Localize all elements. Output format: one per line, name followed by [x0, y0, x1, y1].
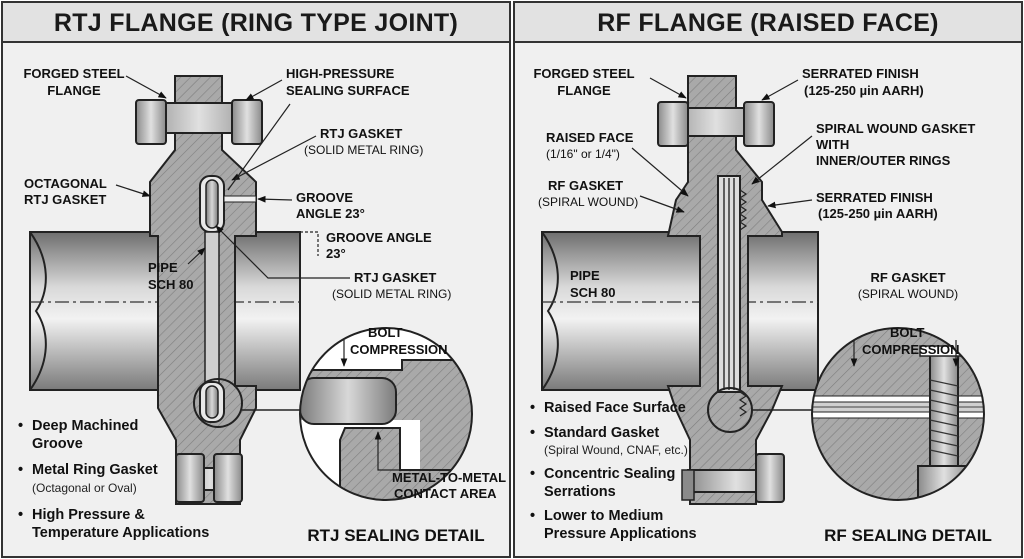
- rf-callout-spiral-2: WITH: [816, 137, 849, 152]
- callout-groove-angle-1: GROOVE: [296, 190, 353, 205]
- rf-callout-spiral-1: SPIRAL WOUND GASKET: [816, 121, 975, 136]
- callout-groove-angle-2: ANGLE 23°: [296, 206, 365, 221]
- callout-high-pressure-1: HIGH-PRESSURE: [286, 66, 395, 81]
- rf-callout-raised-2: (1/16" or 1/4"): [546, 147, 620, 161]
- rtj-detail-contact-1: METAL-TO-METAL: [392, 470, 506, 485]
- callout-forged-steel-2: FLANGE: [47, 83, 101, 98]
- rf-callout-serrated1-1: SERRATED FINISH: [802, 66, 919, 81]
- rf-callout-raised-1: RAISED FACE: [546, 130, 634, 145]
- callout-groove-angle-b1: GROOVE ANGLE: [326, 230, 432, 245]
- svg-text:•: •: [530, 466, 535, 482]
- callout-forged-steel-1: FORGED STEEL: [23, 66, 124, 81]
- rtj-callouts: FORGED STEEL FLANGE HIGH-PRESSURE SEALIN…: [23, 66, 451, 301]
- rf-detail-bolt: [929, 351, 959, 483]
- rf-detail-title: RF SEALING DETAIL: [824, 526, 992, 545]
- rtj-top-bolt: [135, 99, 263, 145]
- right-panel-title: RF FLANGE (RAISED FACE): [597, 9, 939, 37]
- rtj-flange-body: [149, 75, 257, 505]
- svg-text:•: •: [530, 400, 535, 416]
- svg-text:•: •: [18, 462, 23, 478]
- callout-octagonal-1: OCTAGONAL: [24, 176, 107, 191]
- callout-rtj-gasket-top-2: (SOLID METAL RING): [304, 143, 423, 157]
- rf-callout-rfgasket-2: (SPIRAL WOUND): [538, 195, 638, 209]
- rtj-detail-contact-2: CONTACT AREA: [394, 486, 497, 501]
- callout-pipe-1: PIPE: [148, 260, 178, 275]
- rf-callout-pipe-2: SCH 80: [570, 285, 616, 300]
- rf-callout-rfgasket2-1: RF GASKET: [870, 270, 945, 285]
- svg-text:•: •: [18, 507, 23, 523]
- rf-sealing-detail: BOLT COMPRESSION RF SEALING DETAIL: [752, 325, 992, 545]
- rtj-detail-ring: [300, 377, 397, 425]
- rf-bottom-bolt: [681, 453, 785, 503]
- rtj-bullet-3-line1: High Pressure &: [32, 507, 145, 523]
- rf-callout-forged-1: FORGED STEEL: [533, 66, 634, 81]
- rf-bullet-3-line1: Concentric Sealing: [544, 466, 675, 482]
- callout-rtj-gasket-top-1: RTJ GASKET: [320, 126, 402, 141]
- rtj-bullet-1-line2: Groove: [32, 436, 83, 452]
- rf-callout-spiral-3: INNER/OUTER RINGS: [816, 153, 951, 168]
- callout-high-pressure-2: SEALING SURFACE: [286, 83, 410, 98]
- rf-callout-rfgasket-1: RF GASKET: [548, 178, 623, 193]
- rf-callout-serrated2-2: (125-250 µin AARH): [818, 206, 938, 221]
- rtj-detail-bolt-2: COMPRESSION: [350, 342, 448, 357]
- svg-text:•: •: [530, 425, 535, 441]
- rf-bullet-4-line1: Lower to Medium: [544, 508, 663, 524]
- callout-octagonal-2: RTJ GASKET: [24, 192, 106, 207]
- rtj-detail-bolt-1: BOLT: [368, 325, 402, 340]
- rtj-bullet-list: • Deep Machined Groove • Metal Ring Gask…: [18, 418, 209, 541]
- rf-detail-bolt-2: COMPRESSION: [862, 342, 960, 357]
- rtj-detail-title: RTJ SEALING DETAIL: [307, 526, 484, 545]
- svg-text:•: •: [18, 418, 23, 434]
- callout-groove-angle-b2: 23°: [326, 246, 346, 261]
- rf-callouts: FORGED STEEL FLANGE SERRATED FINISH (125…: [533, 66, 975, 301]
- callout-rtj-gasket-mid-1: RTJ GASKET: [354, 270, 436, 285]
- rtj-bullet-2-line1: Metal Ring Gasket: [32, 462, 158, 478]
- rf-top-bolt: [657, 101, 775, 147]
- rf-bullet-4-line2: Pressure Applications: [544, 526, 697, 542]
- rtj-bullet-3-line2: Temperature Applications: [32, 525, 209, 541]
- rtj-sealing-detail: BOLT COMPRESSION METAL-TO-METAL CONTACT …: [242, 325, 506, 545]
- rf-pipe: [541, 231, 819, 391]
- rf-callout-serrated2-1: SERRATED FINISH: [816, 190, 933, 205]
- rtj-bottom-bolt: [175, 453, 243, 503]
- rf-callout-rfgasket2-2: (SPIRAL WOUND): [858, 287, 958, 301]
- rf-bullet-1-line1: Raised Face Surface: [544, 400, 686, 416]
- rf-bullet-list: • Raised Face Surface • Standard Gasket …: [530, 400, 697, 542]
- rf-detail-bolt-1: BOLT: [890, 325, 924, 340]
- rtj-bullet-2-line2: (Octagonal or Oval): [32, 481, 137, 495]
- svg-text:•: •: [530, 508, 535, 524]
- rf-callout-pipe-1: PIPE: [570, 268, 600, 283]
- callout-pipe-2: SCH 80: [148, 277, 194, 292]
- rf-bullet-2-line2: (Spiral Wound, CNAF, etc.): [544, 443, 688, 457]
- rtj-flange-drawing: [29, 75, 301, 505]
- callout-rtj-gasket-mid-2: (SOLID METAL RING): [332, 287, 451, 301]
- rf-bullet-3-line2: Serrations: [544, 484, 616, 500]
- rf-callout-serrated1-2: (125-250 µin AARH): [804, 83, 924, 98]
- rtj-bullet-1-line1: Deep Machined: [32, 418, 138, 434]
- rf-bullet-2-line1: Standard Gasket: [544, 425, 659, 441]
- left-panel-title: RTJ FLANGE (RING TYPE JOINT): [54, 9, 458, 37]
- rf-callout-forged-2: FLANGE: [557, 83, 611, 98]
